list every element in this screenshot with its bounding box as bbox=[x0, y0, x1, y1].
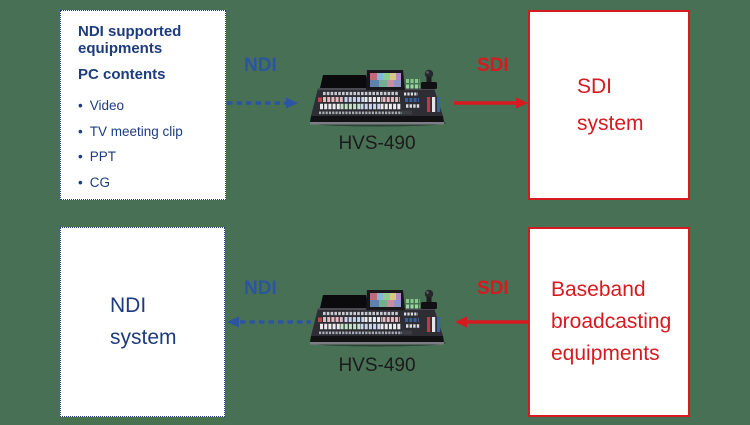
list-item: Video bbox=[78, 93, 219, 119]
ndi-label-bottom: NDI bbox=[244, 278, 277, 299]
list-item: CG bbox=[78, 170, 219, 196]
hvs-490-device-image bbox=[306, 64, 448, 128]
sdi-arrow-bottom bbox=[455, 316, 529, 328]
list-item: PPT bbox=[78, 144, 219, 170]
sdi-system-box: SDI system bbox=[528, 10, 690, 200]
sdi-arrow-top bbox=[454, 97, 528, 109]
baseband-line: broadcasting bbox=[551, 310, 672, 333]
ndi-equipments-title: NDI supported equipments bbox=[78, 23, 182, 57]
sdi-label-top: SDI bbox=[477, 55, 509, 76]
device-label-bottom: HVS-490 bbox=[338, 355, 416, 376]
ndi-arrow-top bbox=[227, 97, 298, 109]
sdi-label-bottom: SDI bbox=[477, 278, 509, 299]
ndi-arrow-bottom bbox=[227, 316, 311, 328]
ndi-label-top: NDI bbox=[244, 55, 277, 76]
ndi-system-line: system bbox=[110, 326, 177, 349]
list-item: TV meeting clip bbox=[78, 119, 219, 145]
pc-contents-list: Video TV meeting clip PPT CG bbox=[78, 93, 219, 195]
sdi-system-line: SDI bbox=[577, 75, 613, 98]
pc-contents-subtitle: PC contents bbox=[78, 66, 166, 83]
ndi-equipments-box: NDI supported equipments PC contents Vid… bbox=[60, 10, 226, 200]
baseband-line: Baseband bbox=[551, 278, 646, 301]
hvs-490-device-image bbox=[306, 284, 448, 348]
baseband-equipments-box: Baseband broadcasting equipments bbox=[528, 227, 690, 417]
baseband-line: equipments bbox=[551, 342, 660, 365]
device-label-top: HVS-490 bbox=[338, 133, 416, 154]
ndi-system-line: NDI bbox=[110, 294, 147, 317]
ndi-system-box: NDI system bbox=[60, 227, 225, 417]
sdi-system-line: system bbox=[577, 112, 644, 135]
